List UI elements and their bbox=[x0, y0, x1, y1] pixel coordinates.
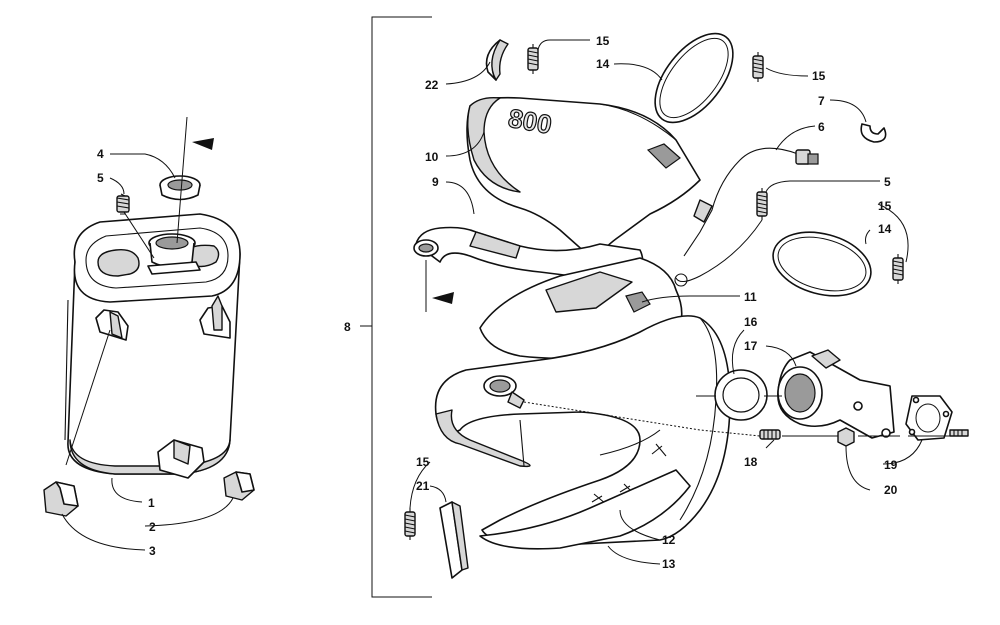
callout-22: 22 bbox=[425, 78, 439, 92]
callout-14-top: 14 bbox=[596, 57, 610, 71]
leader-15-top bbox=[537, 39, 590, 51]
part-5-spring-left bbox=[116, 193, 130, 215]
leader-14-mid bbox=[865, 229, 871, 245]
part-11-lower-heat-shield bbox=[479, 257, 683, 360]
leader-5-left-b bbox=[123, 211, 155, 259]
chamber-spring-fitting bbox=[483, 375, 525, 409]
part-20-nut bbox=[837, 427, 855, 447]
leader-15-right bbox=[765, 67, 809, 77]
leader-5-mid bbox=[765, 180, 880, 193]
part-3-rubber-damper bbox=[43, 481, 79, 517]
callout-9: 9 bbox=[432, 175, 439, 189]
callout-13: 13 bbox=[662, 557, 676, 571]
arrow-marker-right bbox=[425, 260, 454, 312]
part-22-clip bbox=[485, 39, 509, 81]
part-10-upper-heat-shield bbox=[466, 96, 701, 263]
callout-2: 2 bbox=[149, 520, 156, 534]
leader-1-b bbox=[65, 329, 111, 466]
part-13-bottom-heat-shield bbox=[479, 469, 691, 550]
callout-1: 1 bbox=[148, 496, 155, 510]
callout-18: 18 bbox=[744, 455, 758, 469]
embossed-800-label: 800 bbox=[506, 103, 554, 140]
leader-20 bbox=[845, 445, 871, 491]
part-17-exhaust-manifold bbox=[777, 349, 895, 439]
callout-5-mid: 5 bbox=[884, 175, 891, 189]
callout-10: 10 bbox=[425, 150, 439, 164]
part-6-exhaust-temp-sensor bbox=[683, 147, 819, 257]
callout-19: 19 bbox=[884, 458, 898, 472]
callout-7: 7 bbox=[818, 94, 825, 108]
part-19-stud bbox=[949, 429, 969, 437]
part-15-spring-bottom bbox=[404, 508, 416, 540]
embossed-800-text: 800 bbox=[505, 102, 554, 140]
part-15-spring-mid-right bbox=[892, 254, 904, 284]
part-7-clip bbox=[860, 123, 887, 143]
callout-3: 3 bbox=[149, 544, 156, 558]
leader-6 bbox=[775, 125, 816, 151]
leader-14-top bbox=[613, 63, 663, 81]
leader-5-left bbox=[109, 177, 125, 195]
callout-15-bottom: 15 bbox=[416, 455, 430, 469]
muffler-spring-bracket-right bbox=[199, 295, 231, 339]
part-14-clamp-mid bbox=[772, 231, 872, 297]
part-15-spring-right bbox=[752, 52, 764, 82]
callout-15-right: 15 bbox=[812, 69, 826, 83]
muffler-outlet-pipe bbox=[147, 233, 201, 275]
part-5-spring-mid bbox=[756, 188, 768, 220]
leader-15-bottom bbox=[409, 461, 431, 509]
arrow-marker-left bbox=[176, 116, 214, 244]
part-14-clamp-top bbox=[654, 32, 734, 124]
leader-21 bbox=[429, 485, 447, 503]
part-15-spring-top bbox=[527, 44, 539, 74]
callout-16: 16 bbox=[744, 315, 758, 329]
callout-5-left: 5 bbox=[97, 171, 104, 185]
leader-17 bbox=[765, 345, 797, 367]
part-21-bracket-strip bbox=[439, 501, 469, 579]
callout-21: 21 bbox=[416, 479, 430, 493]
leader-13 bbox=[607, 545, 661, 565]
callout-15-mid: 15 bbox=[878, 199, 892, 213]
part-18-spring bbox=[759, 429, 781, 440]
leader-12 bbox=[619, 509, 661, 541]
callout-4: 4 bbox=[97, 147, 104, 161]
leader-19-b bbox=[882, 439, 923, 465]
leader-5-mid-b bbox=[675, 219, 763, 282]
spring-hook-ring bbox=[674, 273, 688, 287]
group-bracket-8 bbox=[360, 16, 432, 598]
part-4-grommet bbox=[159, 175, 201, 201]
muffler-spring-bracket-left bbox=[95, 309, 129, 341]
part-16-gasket bbox=[714, 369, 768, 421]
muffler-mount-bracket-bottom bbox=[157, 439, 205, 479]
callout-14-mid: 14 bbox=[878, 222, 892, 236]
callout-11: 11 bbox=[744, 290, 757, 304]
part-19-gasket-flat bbox=[905, 395, 953, 441]
part-9-inlet-pipe bbox=[413, 226, 644, 283]
leader-10 bbox=[445, 131, 485, 157]
leader-7 bbox=[829, 99, 867, 123]
leader-3 bbox=[61, 513, 146, 551]
leader-22 bbox=[445, 61, 491, 85]
callout-20: 20 bbox=[884, 483, 898, 497]
callout-12: 12 bbox=[662, 533, 676, 547]
leader-11 bbox=[641, 295, 740, 303]
leader-4 bbox=[110, 153, 176, 179]
leader-2 bbox=[144, 497, 234, 527]
leader-15-mid-right bbox=[877, 203, 909, 263]
leader-16 bbox=[731, 329, 745, 375]
leader-18 bbox=[765, 439, 775, 449]
leader-9 bbox=[445, 181, 475, 215]
callout-17: 17 bbox=[744, 339, 758, 353]
leader-1 bbox=[111, 477, 143, 503]
callout-15-top: 15 bbox=[596, 34, 610, 48]
callout-8: 8 bbox=[344, 320, 351, 334]
part-2-rubber-mount bbox=[223, 471, 255, 501]
callout-6: 6 bbox=[818, 120, 825, 134]
